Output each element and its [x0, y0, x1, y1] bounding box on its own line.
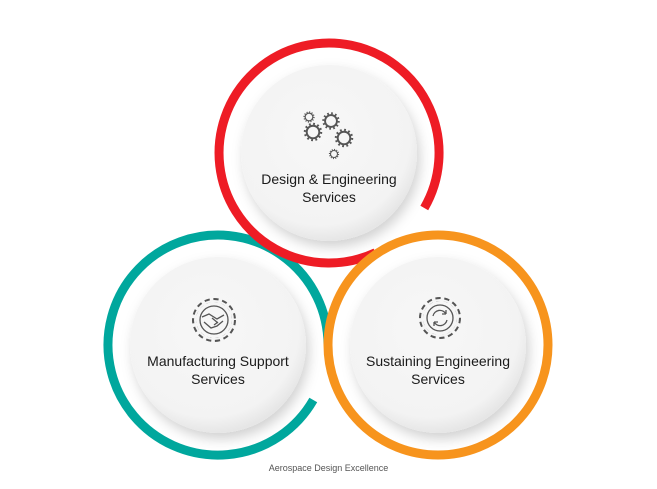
ring-sustaining	[323, 230, 553, 460]
label-sustaining: Sustaining Engineering Services	[343, 352, 533, 388]
label-design-line2: Services	[302, 189, 356, 205]
caption: Aerospace Design Excellence	[268, 463, 389, 473]
handshake-gear-icon	[192, 298, 236, 342]
label-design: Design & Engineering Services	[234, 170, 424, 206]
label-design-line1: Design & Engineering	[261, 171, 397, 187]
label-sustaining-line1: Sustaining Engineering	[366, 353, 510, 369]
label-manufacturing-line1: Manufacturing Support	[147, 353, 289, 369]
disc-manufacturing	[130, 257, 306, 433]
ring-design	[214, 38, 444, 268]
disc-sustaining	[350, 257, 526, 433]
label-sustaining-line2: Services	[411, 371, 465, 387]
label-manufacturing-line2: Services	[191, 371, 245, 387]
label-manufacturing: Manufacturing Support Services	[123, 352, 313, 388]
refresh-gear-icon	[419, 297, 461, 339]
